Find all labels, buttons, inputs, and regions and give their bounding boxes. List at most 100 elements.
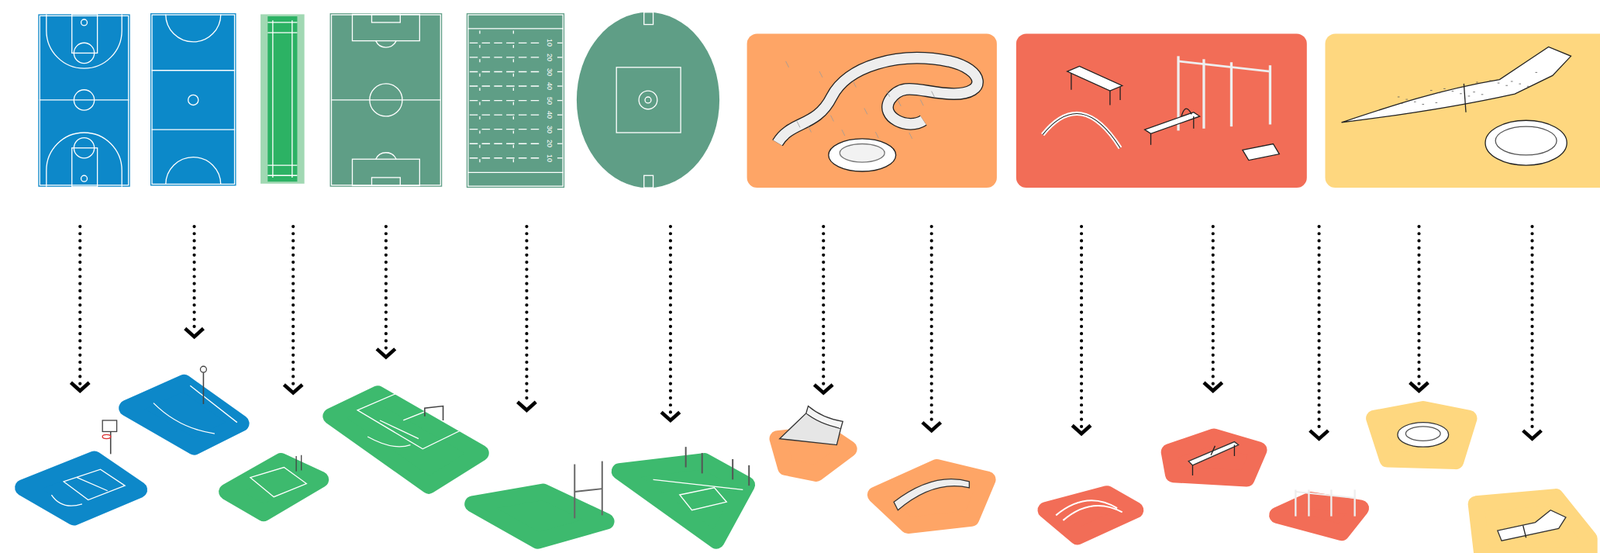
dotted-line [930, 226, 934, 425]
arch-pad [1045, 493, 1136, 537]
yard-line [557, 85, 563, 87]
hash-marks [479, 30, 480, 170]
rail-loop [1181, 108, 1192, 117]
cricket-pitch [260, 13, 305, 183]
texture [1472, 91, 1476, 93]
field-line [1119, 86, 1121, 100]
centre-circle [638, 90, 658, 110]
dish-pad [1374, 409, 1469, 462]
pitch-lines [250, 466, 307, 497]
basketball-court [37, 13, 130, 187]
yard-line [557, 100, 563, 101]
dotted-line [291, 226, 295, 387]
yard-line [557, 42, 563, 44]
texture [1505, 85, 1508, 87]
dotted-line [1530, 226, 1534, 433]
field-rect [260, 13, 305, 183]
netball-ring [200, 365, 207, 373]
field-line [1150, 133, 1152, 145]
texture [1468, 95, 1471, 97]
texture [1435, 102, 1438, 104]
arrow-head [922, 422, 942, 432]
netball-court [150, 13, 237, 186]
dotted-line [78, 226, 82, 385]
track-detail [852, 81, 856, 88]
hash-marks [513, 30, 514, 170]
arch [1055, 500, 1123, 521]
bowl-inner [839, 143, 885, 163]
yard-line [469, 157, 542, 159]
rail [1144, 112, 1200, 135]
field-rect [1324, 33, 1600, 188]
yard-line [469, 143, 542, 145]
bar-top [1178, 61, 1270, 72]
pump-track-panel [747, 33, 997, 188]
backboard [102, 420, 117, 432]
center-circle [188, 94, 199, 105]
texture [1510, 80, 1514, 82]
ramp-top [806, 406, 843, 429]
slope-pad [1475, 496, 1590, 553]
penalty-box [351, 158, 420, 186]
track-detail [796, 120, 800, 128]
dotted-line [1417, 226, 1421, 385]
field-line [267, 164, 297, 166]
centre-square [616, 67, 681, 133]
netball-post [203, 371, 205, 404]
soccer-pitch [330, 13, 443, 187]
track-detail [830, 115, 834, 122]
yard-number: 40 [545, 110, 553, 119]
texture [1475, 82, 1479, 83]
goal-circle [165, 157, 221, 186]
slope-break [1523, 524, 1527, 538]
texture [1413, 101, 1417, 103]
penalty-arc [375, 152, 397, 159]
dotted-line [1211, 226, 1215, 385]
penalty-arc [375, 41, 397, 48]
field-rect [39, 15, 128, 185]
goal-square [644, 175, 654, 188]
arrow-head [1410, 382, 1429, 391]
field-line [267, 21, 297, 23]
afl-oval [576, 12, 720, 188]
track-detail [786, 61, 790, 68]
gridiron-field [466, 13, 565, 188]
slope-break [1463, 83, 1466, 113]
arrow-head [283, 384, 303, 394]
field-line [151, 69, 235, 71]
track-detail [897, 100, 901, 107]
hoop-ring [102, 434, 111, 438]
yard-line [469, 128, 542, 130]
field-line [1193, 116, 1194, 129]
three-point-arc [46, 132, 122, 187]
track-surface [777, 58, 978, 143]
yard-line [557, 113, 563, 115]
stumps [295, 455, 297, 472]
goal-post [701, 452, 704, 473]
texture [1451, 90, 1455, 92]
yard-line [469, 85, 542, 87]
field-line [267, 31, 297, 33]
bar-post [1294, 489, 1297, 516]
bench-pad [875, 466, 988, 525]
field-rect [267, 16, 297, 182]
slope [1341, 47, 1572, 123]
texture [1443, 88, 1446, 90]
three-point-arc [46, 13, 122, 69]
hoop [81, 19, 88, 26]
yard-number: 20 [545, 139, 553, 148]
field-line [331, 99, 442, 100]
texture [1518, 83, 1521, 85]
texture [1527, 86, 1530, 87]
rail-pad [1168, 436, 1259, 479]
court-lines [153, 385, 238, 434]
yard-number: 30 [545, 68, 553, 76]
slope [1497, 510, 1566, 541]
center-circle [73, 89, 94, 111]
yard-number: 40 [545, 82, 553, 90]
centre-dot [644, 96, 652, 104]
yard-line [557, 143, 563, 145]
field-rect [1016, 33, 1307, 188]
dish-inner [1405, 426, 1441, 441]
